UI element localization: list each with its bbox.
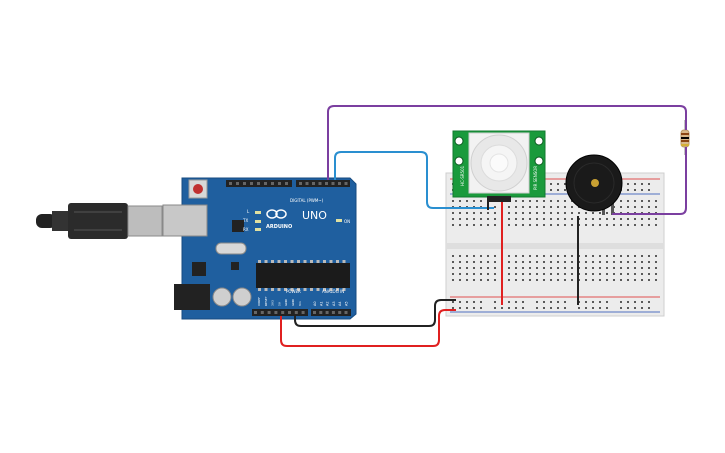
wire-red-5v[interactable] (280, 309, 456, 347)
wire-purple-buzzer[interactable] (612, 147, 687, 215)
tx-label: TX (242, 218, 248, 223)
wire-purple-signal[interactable] (327, 105, 687, 180)
reset-button-cap[interactable] (193, 184, 203, 194)
analog-pin-label: A4 (338, 301, 342, 306)
power-pin-label: RESET (264, 296, 268, 306)
analog-pin-label: A2 (326, 301, 330, 306)
rx-label: RX (243, 227, 249, 232)
wire-black-gnd[interactable] (294, 299, 456, 327)
buzzer-center-dot (591, 179, 599, 187)
center-channel (446, 243, 664, 249)
power-pin-label: 3V3 (271, 300, 275, 306)
usb-cable[interactable] (36, 203, 163, 239)
analog-pin-label: A3 (332, 301, 336, 306)
analog-label: ANALOG IN (322, 289, 344, 294)
uno-label: UNO (302, 209, 327, 222)
pir-sensor[interactable]: HC-SR501 PIR SENSOR (452, 130, 546, 202)
digital-header-right[interactable] (296, 180, 350, 187)
analog-pin-label: A1 (319, 301, 323, 306)
chip-pins (258, 260, 346, 291)
power-pin-label: IOREF (257, 297, 261, 306)
on-label: ON (344, 219, 350, 224)
analog-header[interactable] (311, 309, 351, 316)
arduino-uno-board[interactable]: ARDUINO UNO DIGITAL (PWM~) POWER ANALOG … (162, 177, 357, 320)
atmega-chip (256, 263, 350, 288)
power-label: POWER (286, 289, 301, 294)
capacitor (212, 287, 232, 307)
power-header[interactable] (252, 309, 308, 316)
pir-label-left: HC-SR501 (460, 165, 465, 186)
digital-label: DIGITAL (PWM~) (290, 198, 324, 203)
piezo-buzzer[interactable] (565, 154, 623, 215)
wire-blue-pir-out[interactable] (334, 151, 494, 209)
power-pin-label: GND (284, 298, 288, 306)
l-label: L (247, 209, 250, 214)
analog-pin-label: A0 (313, 301, 317, 306)
power-pin-label: GND (291, 298, 295, 306)
power-pin-label: Vin (298, 301, 302, 306)
power-jack[interactable] (174, 284, 210, 310)
power-pin-label: 5V (277, 301, 281, 306)
arduino-logo (266, 209, 287, 219)
arduino-logo-text: ARDUINO (266, 224, 292, 230)
pir-label-right: PIR SENSOR (533, 166, 538, 190)
pir-pin-header[interactable] (487, 196, 511, 202)
capacitor (232, 287, 252, 307)
analog-pin-label: A5 (345, 301, 349, 306)
